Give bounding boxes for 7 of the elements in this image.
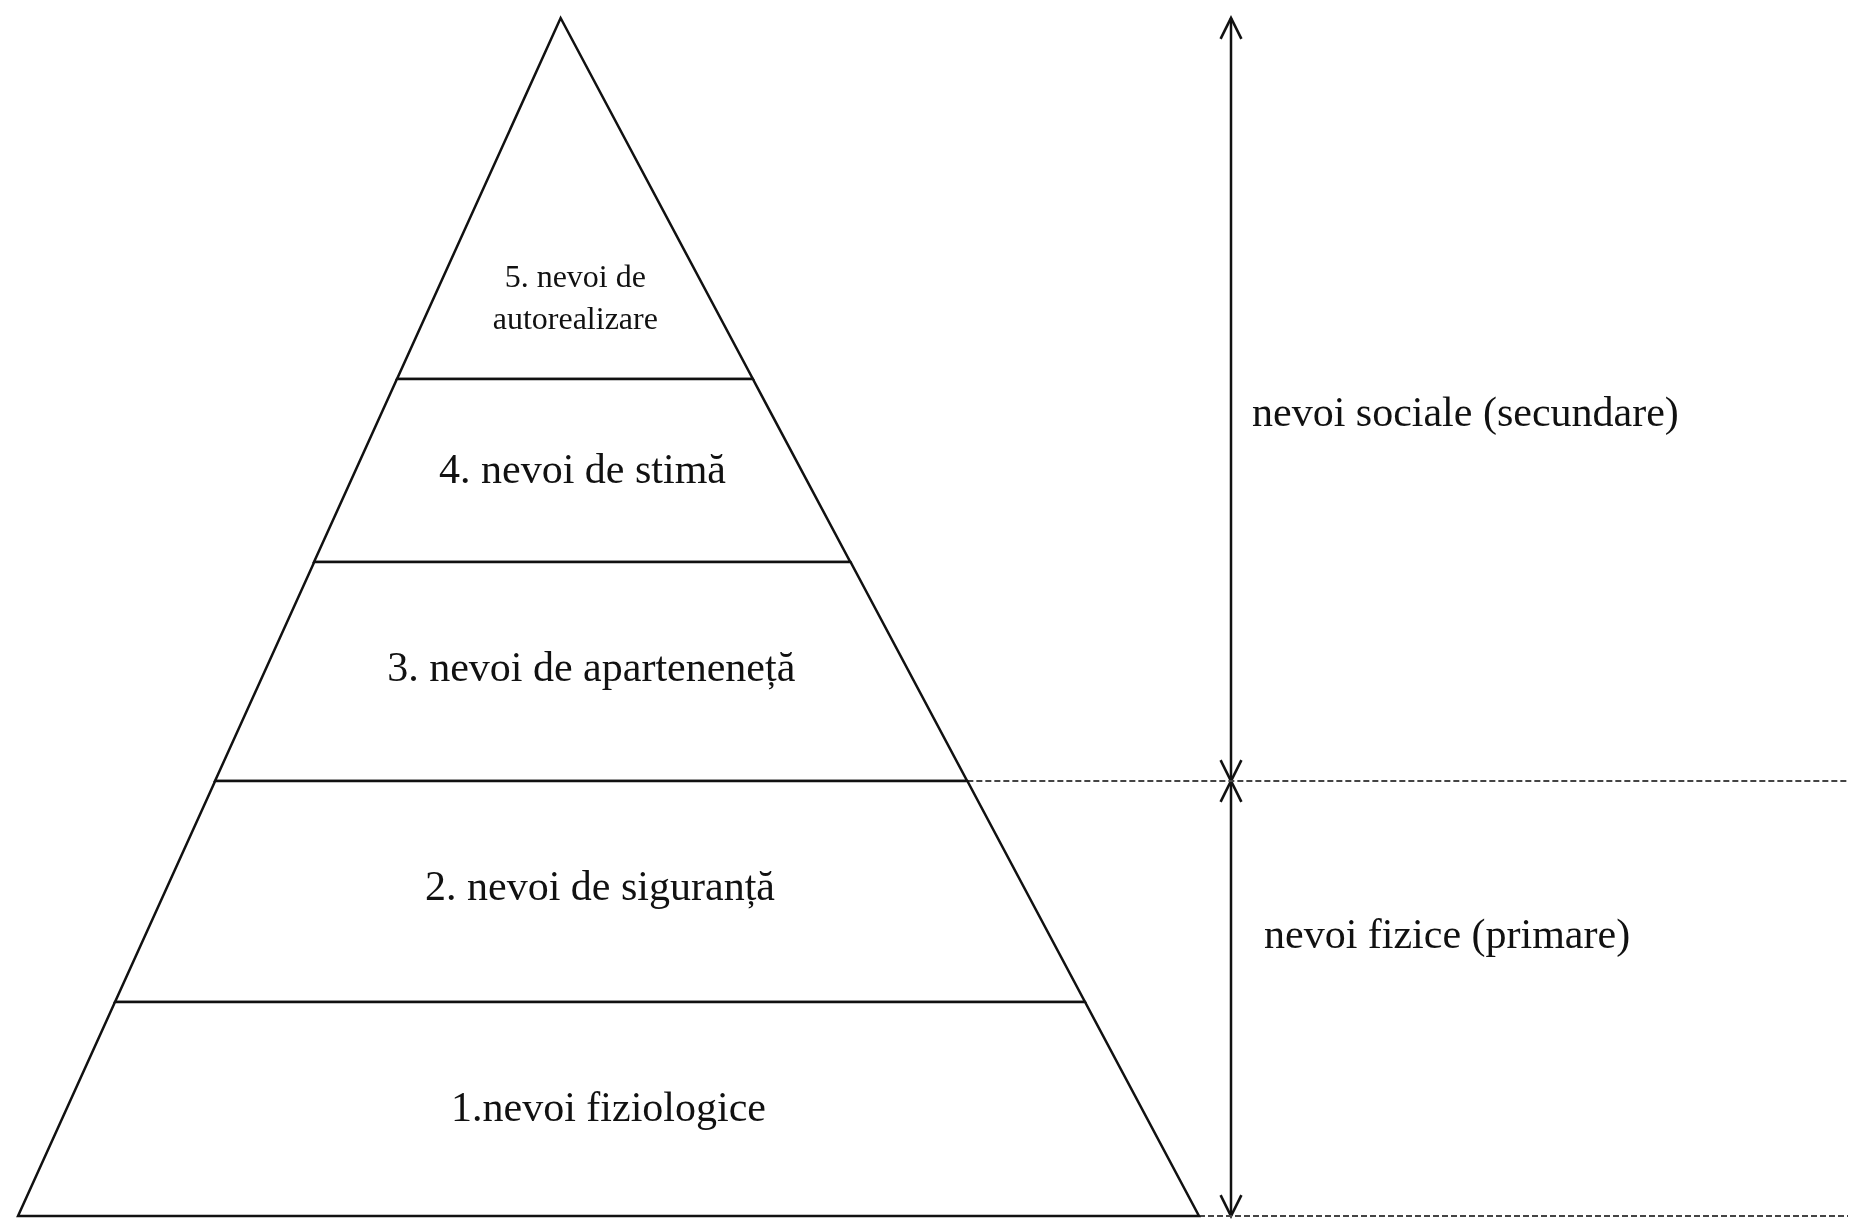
- range-label: nevoi fizice (primare): [1264, 910, 1631, 958]
- level-label: 4. nevoi de stimă: [438, 444, 727, 494]
- level-label: 5. nevoi de autorealizare: [491, 257, 659, 338]
- range-label: nevoi sociale (secundare): [1252, 388, 1679, 436]
- level-label: 1.nevoi fiziologice: [450, 1082, 767, 1132]
- level-label: 2. nevoi de siguranță: [424, 861, 776, 911]
- level-label: 3. nevoi de aparteneneță: [386, 642, 797, 692]
